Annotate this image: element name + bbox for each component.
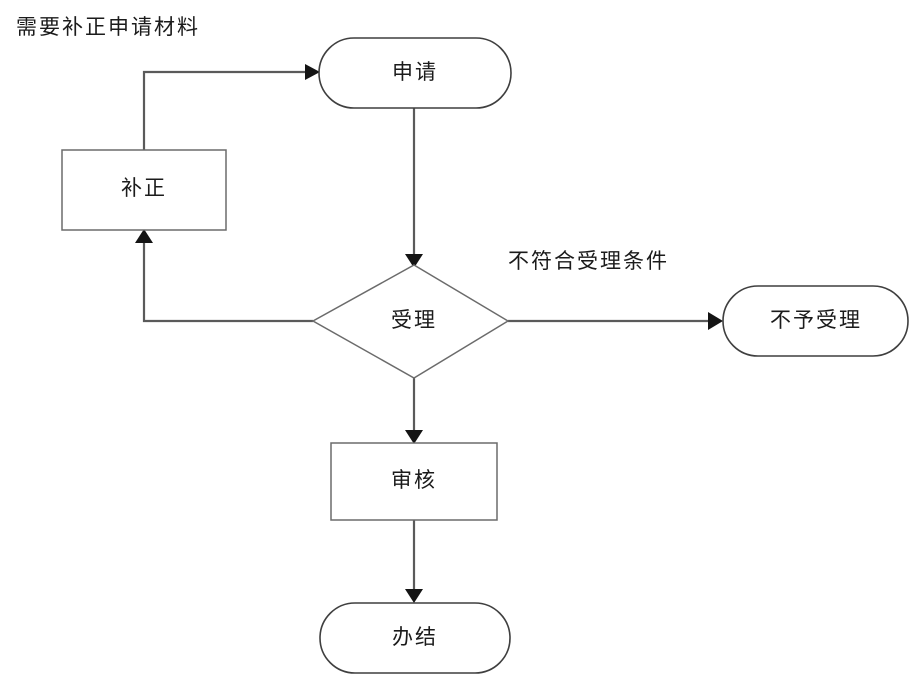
node-review-label: 审核 xyxy=(391,468,437,492)
node-accept-label: 受理 xyxy=(391,308,437,332)
edge-supplement-to-apply xyxy=(142,64,320,150)
node-apply-shape xyxy=(318,37,512,109)
node-complete[interactable]: 办结 xyxy=(319,602,511,674)
node-complete-label: 办结 xyxy=(392,625,438,649)
edge-supplement-to-apply-line xyxy=(142,70,305,150)
node-accept[interactable]: 受理 xyxy=(311,264,510,379)
node-apply[interactable]: 申请 xyxy=(318,37,512,109)
node-reject[interactable]: 不予受理 xyxy=(722,285,909,357)
node-review[interactable]: 审核 xyxy=(330,442,498,521)
edge-label-not-meeting-conditions: 不符合受理条件 xyxy=(508,249,669,273)
node-review-shape xyxy=(330,442,498,521)
node-supplement-shape xyxy=(61,149,227,231)
edge-supplement-to-apply-arrowhead xyxy=(305,64,320,80)
edge-label-need-supplement: 需要补正申请材料 xyxy=(16,15,200,39)
edge-accept-to-review-arrowhead xyxy=(405,430,423,444)
edge-accept-to-supplement-arrowhead xyxy=(135,229,153,243)
node-apply-label: 申请 xyxy=(392,60,438,84)
node-reject-label: 不予受理 xyxy=(770,308,862,332)
edge-review-to-complete xyxy=(405,520,423,603)
edge-apply-to-accept-arrowhead xyxy=(405,254,423,268)
edge-review-to-complete-arrowhead xyxy=(405,589,423,603)
edge-accept-to-supplement xyxy=(135,229,313,323)
edge-apply-to-accept xyxy=(405,108,423,268)
node-supplement-label: 补正 xyxy=(121,176,167,200)
node-complete-shape xyxy=(319,602,511,674)
edge-accept-to-supplement-line xyxy=(142,243,313,323)
node-accept-shape xyxy=(311,264,510,379)
node-reject-shape xyxy=(722,285,909,357)
edge-accept-to-reject xyxy=(508,312,723,330)
edge-accept-to-review xyxy=(405,378,423,444)
edge-accept-to-reject-arrowhead xyxy=(708,312,723,330)
node-supplement[interactable]: 补正 xyxy=(61,149,227,231)
